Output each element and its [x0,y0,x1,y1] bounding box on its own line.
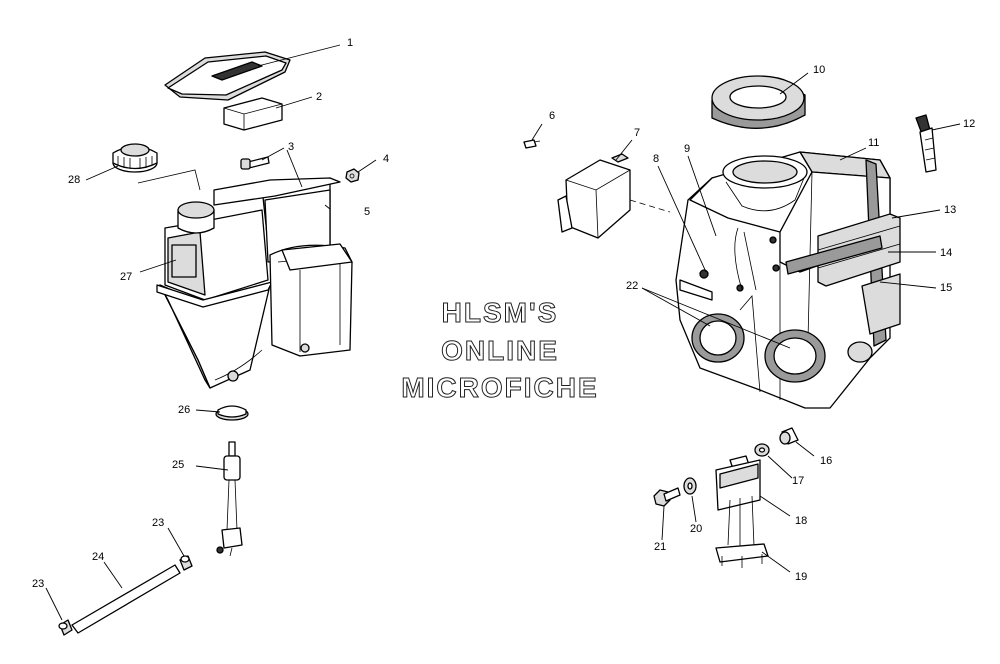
callout-20: 20 [690,523,702,535]
callout-4: 4 [383,153,389,165]
callout-22: 22 [626,280,638,292]
part-2-foam-block [223,97,283,131]
part-1-tank-cover [164,51,291,101]
callout-11: 11 [868,137,879,149]
callout-26: 26 [178,404,190,416]
part-16-bolt [779,427,799,445]
part-20-washer [683,477,697,495]
callout-14: 14 [940,247,952,259]
callout-13: 13 [944,204,956,216]
part-7-cdi-box [557,153,671,239]
part-4-nut [345,168,360,183]
part-22-intakes [691,269,826,393]
callout-2: 2 [316,91,322,103]
callout-19: 19 [795,571,807,583]
part-23-clamp-lower [58,619,73,636]
callout-15: 15 [940,282,952,294]
part-10-foam-ring [711,75,806,129]
watermark: HLSM'S ONLINE MICROFICHE [401,297,598,404]
callout-1: 1 [347,37,353,49]
part-27-oil-tank [156,177,353,389]
callout-27: 27 [120,271,132,283]
callout-25: 25 [172,459,184,471]
part-3-screw [240,156,270,170]
part-25-oil-level-sensor [216,441,243,557]
callout-23-upper: 23 [152,517,164,529]
callout-labels: 1 2 3 4 5 6 7 8 9 10 11 12 13 14 15 16 1… [32,37,975,590]
airbox-assembly [523,75,937,568]
callout-3: 3 [288,141,294,153]
part-24-hose [71,564,181,634]
watermark-line-3: MICROFICHE [401,372,598,403]
part-23-clamp-upper [179,555,193,571]
part-17-washer [754,443,770,457]
callout-24: 24 [92,551,104,563]
part-21-bolt [653,487,681,507]
callout-28: 28 [68,174,80,186]
callout-18: 18 [795,515,807,527]
part-18-bracket [715,455,761,511]
part-28-fill-cap [112,143,201,191]
callout-17: 17 [792,475,804,487]
leader-lines [45,44,961,621]
callout-5: 5 [364,206,370,218]
callout-7: 7 [634,127,640,139]
part-12-clip [915,114,937,173]
callout-8: 8 [653,153,659,165]
watermark-line-1: HLSM'S [442,297,559,328]
oil-tank-assembly [58,51,360,636]
callout-21: 21 [654,541,666,553]
callout-23-lower: 23 [32,578,44,590]
part-6-bolt [523,139,541,149]
callout-6: 6 [549,110,555,122]
part-26-grommet [215,405,249,421]
callout-16: 16 [820,455,832,467]
callout-10: 10 [813,64,825,76]
callout-12: 12 [963,118,975,130]
watermark-line-2: ONLINE [441,335,559,366]
part-11-airbox-body [675,151,901,409]
callout-9: 9 [684,143,690,155]
